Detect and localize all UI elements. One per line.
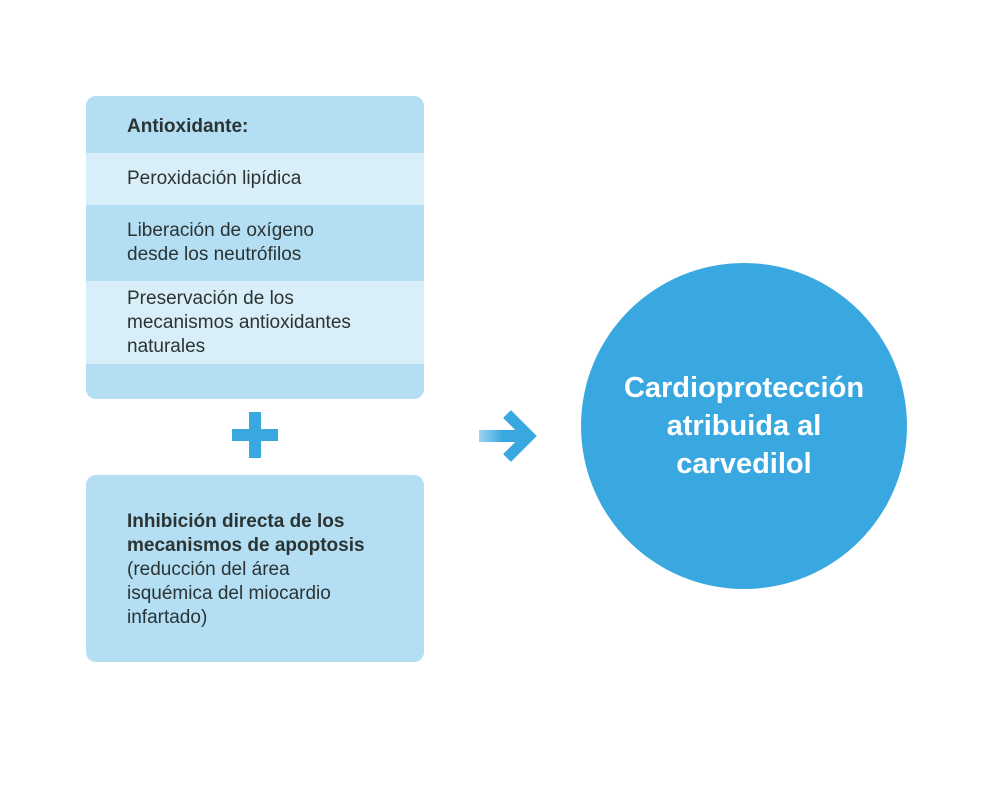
antioxidant-footer bbox=[86, 364, 424, 399]
antioxidant-item-lipid-peroxidation: Peroxidación lipídica bbox=[86, 153, 424, 205]
apoptosis-title-line-1: Inhibición directa de los bbox=[127, 511, 345, 532]
antioxidant-item-natural-mechanisms: Preservación de los mecanismos antioxida… bbox=[86, 281, 424, 364]
arrow-right-icon bbox=[479, 410, 537, 462]
apoptosis-title-line-2: mecanismos de apoptosis bbox=[127, 535, 365, 556]
apoptosis-detail-line-1: (reducción del área bbox=[127, 559, 290, 580]
antioxidant-item-oxygen-release: Liberación de oxígeno desde los neutrófi… bbox=[86, 205, 424, 281]
antioxidant-box: Antioxidante: Peroxidación lipídica Libe… bbox=[86, 96, 424, 399]
result-circle: Cardioprotección atribuida al carvedilol bbox=[581, 263, 907, 589]
antioxidant-title: Antioxidante: bbox=[86, 96, 424, 153]
apoptosis-box: Inhibición directa de los mecanismos de … bbox=[86, 475, 424, 662]
plus-icon bbox=[232, 412, 278, 458]
apoptosis-detail-line-3: infartado) bbox=[127, 607, 208, 628]
result-text: Cardioprotección atribuida al carvedilol bbox=[623, 372, 865, 480]
apoptosis-detail-line-2: isquémica del miocardio bbox=[127, 583, 331, 604]
